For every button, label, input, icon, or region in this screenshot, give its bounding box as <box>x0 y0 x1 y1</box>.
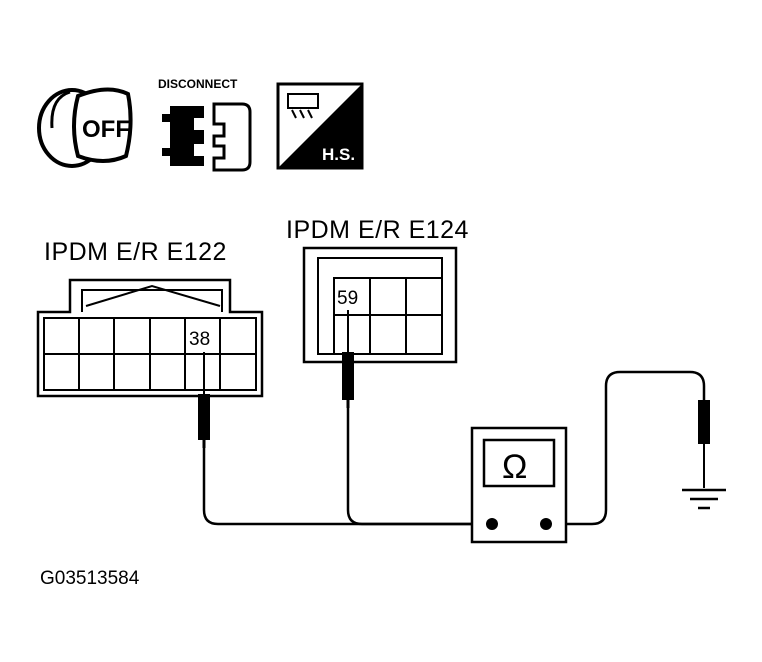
test-leads <box>202 370 706 526</box>
ignition-off-label: OFF <box>82 116 130 143</box>
pin-38-label: 38 <box>189 329 210 350</box>
disconnect-label: DISCONNECT <box>158 77 238 91</box>
connector-e122: IPDM E/R E122 38 <box>36 238 264 398</box>
ohmmeter: Ω <box>470 426 568 544</box>
test-probe-e124 <box>342 310 354 408</box>
disconnect-connector-icon: DISCONNECT <box>158 77 252 172</box>
connector-e124-title: IPDM E/R E124 <box>286 216 469 244</box>
ignition-key-off-icon: OFF <box>37 87 133 168</box>
test-probe-ground <box>698 400 710 488</box>
pin-59-label: 59 <box>337 288 358 309</box>
figure-reference: G03513584 <box>40 568 140 589</box>
connector-e124: IPDM E/R E124 59 <box>286 216 469 364</box>
harness-side-icon: H.S. <box>276 82 364 170</box>
hs-label: H.S. <box>322 145 355 164</box>
test-probe-e122 <box>198 352 210 448</box>
ohm-symbol: Ω <box>502 448 527 486</box>
ground-symbol <box>682 488 726 510</box>
connector-e122-title: IPDM E/R E122 <box>44 238 227 266</box>
